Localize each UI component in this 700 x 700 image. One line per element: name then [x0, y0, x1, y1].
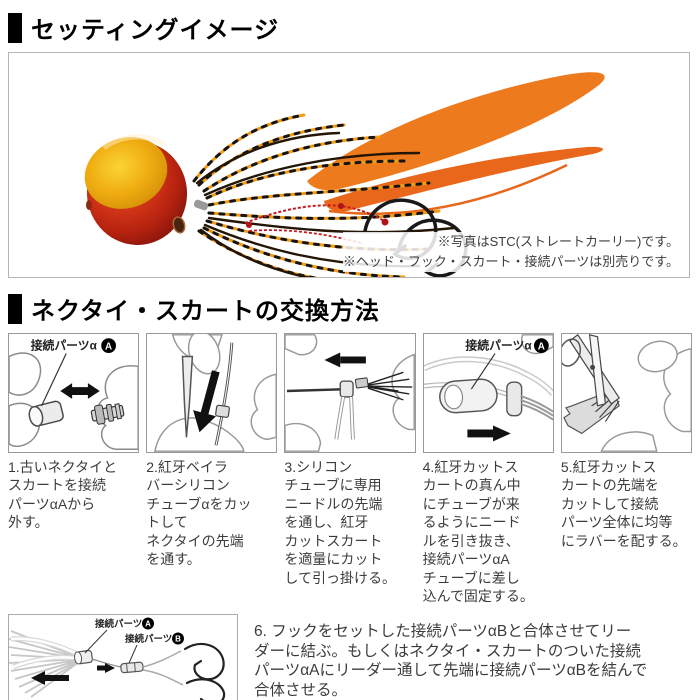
step-5-figure — [560, 333, 693, 453]
strand-bundle — [519, 395, 553, 421]
section1-header: セッティングイメージ — [8, 10, 692, 45]
step-3-caption: 3.シリコン チューブに専用 ニードルの先端 を通し、紅牙 カットスカート を適… — [284, 459, 396, 586]
needle — [287, 387, 351, 393]
section2-title-bar — [8, 293, 22, 324]
clip-part — [355, 377, 369, 389]
step-5-caption: 5.紅牙カットス カートの先端を カットして接続 パーツ全体に均等 にラバーを配… — [560, 459, 687, 549]
tube-bead — [215, 404, 231, 418]
badge-a-icon: A — [101, 338, 117, 354]
right-arrow-icon — [467, 425, 511, 442]
step-1: 接続パーツα A 1.古いネクタイと スカートを接続 パーツαAから 外す。 — [8, 333, 140, 606]
svg-text:A: A — [105, 342, 112, 353]
tube-part — [28, 400, 64, 427]
connector-label: 接続パーツα — [31, 339, 98, 353]
connector-part — [90, 403, 125, 425]
step-1-caption: 1.古いネクタイと スカートを接続 パーツαAから 外す。 — [8, 459, 118, 531]
left-arrow-icon — [324, 352, 367, 368]
step-2-caption: 2.紅牙ベイラ バーシリコン チューブαをカッ トして ネクタイの先端 を通す。 — [146, 459, 252, 568]
label-b-callout — [128, 644, 138, 663]
svg-text:A: A — [145, 619, 151, 628]
step-3: 3.シリコン チューブに専用 ニードルの先端 を通し、紅牙 カットスカート を適… — [284, 333, 416, 606]
replacement-steps: 接続パーツα A 1.古いネクタイと スカートを接続 パーツαAから 外す。 — [8, 333, 693, 606]
step-3-figure — [284, 333, 416, 453]
lure-skirt — [192, 113, 456, 277]
connector-tube — [438, 378, 498, 414]
setting-image-box: ※写真はSTC(ストレートカーリー)です。 ※ヘッド・フック・スカート・接続パー… — [8, 52, 690, 278]
silicone-ring — [505, 381, 522, 417]
silicone-tube — [339, 380, 355, 398]
lure-illustration — [84, 72, 605, 277]
down-arrow-icon — [193, 370, 220, 433]
lure-red-line — [244, 203, 389, 244]
step-6-figure: 接続パーツα A 接続パーツα B — [8, 613, 238, 700]
hands-illustration — [285, 334, 415, 452]
lure-tail — [307, 72, 605, 215]
photo-disclaimer-notes: ※写真はSTC(ストレートカーリー)です。 ※ヘッド・フック・スカート・接続パー… — [342, 231, 679, 272]
lure-head — [84, 134, 209, 245]
connector-a-label: 接続パーツα — [95, 618, 148, 630]
hook-icon — [183, 642, 226, 700]
skirt-bristles — [368, 371, 413, 401]
hands-illustration — [9, 352, 139, 450]
double-arrow-icon — [60, 383, 100, 399]
hands-illustration — [600, 340, 692, 452]
step-6: 接続パーツα A 接続パーツα B 6. フックをセットした接続パーツαBと合体… — [8, 613, 692, 700]
label-callout-line — [41, 353, 67, 407]
label-a-callout — [84, 629, 108, 654]
section2-header: ネクタイ・スカートの交換方法 — [8, 291, 692, 326]
badge-a-icon: A — [142, 617, 154, 630]
badge-b-icon: B — [172, 632, 184, 645]
svg-text:B: B — [175, 634, 181, 643]
connector-label: 接続パーツα — [465, 339, 532, 353]
hanging-strands — [334, 396, 356, 440]
step-4: 接続パーツα A 4.紅牙カットス カートの真ん中 にチューブが来 るようにニー… — [422, 333, 554, 606]
step-5: 5.紅牙カットス カートの先端を カットして接続 パーツ全体に均等 にラバーを配… — [560, 333, 693, 606]
step-4-figure: 接続パーツα A — [422, 333, 554, 453]
step-2-figure — [146, 333, 278, 453]
left-arrow-icon — [31, 670, 69, 685]
step-1-figure: 接続パーツα A — [8, 333, 140, 453]
necktie-blade — [181, 355, 194, 438]
connector-b-label: 接続パーツα — [125, 633, 178, 645]
tube-thread-highlight — [215, 342, 233, 446]
step-2: 2.紅牙ベイラ バーシリコン チューブαをカッ トして ネクタイの先端 を通す。 — [146, 333, 278, 606]
section1-title: セッティングイメージ — [31, 17, 280, 44]
svg-text:A: A — [537, 342, 544, 353]
step-4-caption: 4.紅牙カットス カートの真ん中 にチューブが来 るようにニード ルを引き抜き、… — [422, 459, 534, 605]
hands-illustration — [154, 334, 277, 452]
step-6-caption: 6. フックをセットした接続パーツαBと合体させてリー ダーに結ぶ。もしくはネク… — [254, 622, 648, 700]
section2-title: ネクタイ・スカートの交換方法 — [31, 298, 381, 325]
connector-b-part — [120, 661, 144, 673]
badge-a-icon: A — [533, 338, 549, 354]
connector-a-part — [74, 649, 93, 665]
label-callout-line — [470, 353, 496, 390]
leader-line — [91, 658, 122, 668]
section1-title-bar — [8, 12, 22, 43]
hook-leaders — [142, 650, 184, 686]
small-right-arrow-icon — [97, 662, 115, 673]
scissors-icon — [561, 334, 620, 407]
